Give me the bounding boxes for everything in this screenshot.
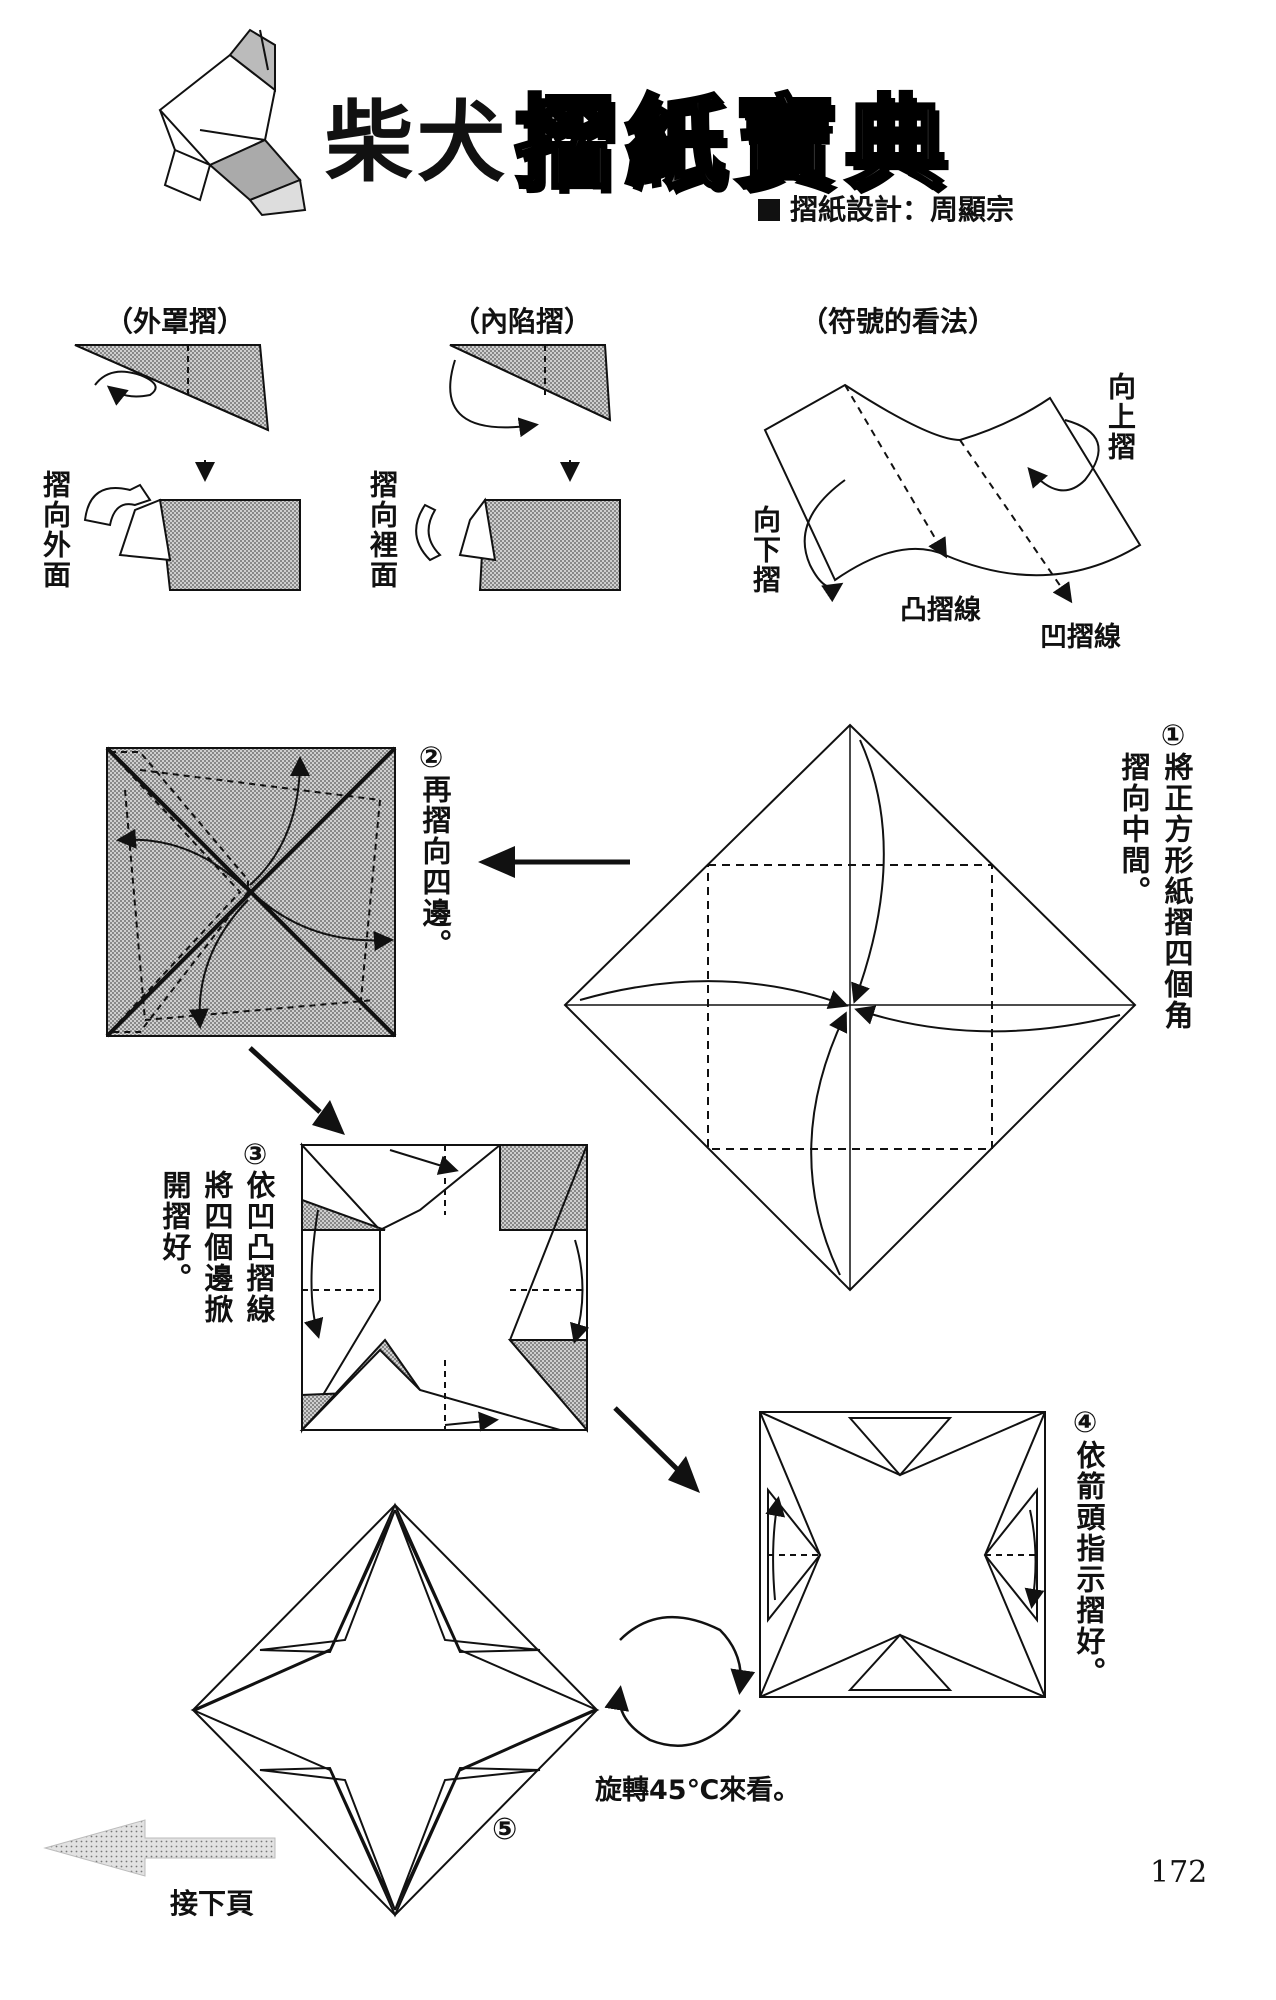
rotate-note: 旋轉45℃來看。 <box>595 1775 801 1806</box>
step1-number: ① <box>1156 718 1190 754</box>
fold-symbol-diagram <box>763 383 1142 604</box>
designer-text: 摺紙設計：周顯宗 <box>790 193 1015 226</box>
step3-text2: 將四個邊掀 <box>200 1170 234 1325</box>
step5-diagram <box>190 1502 600 1918</box>
step3-text3: 開摺好。 <box>158 1170 192 1294</box>
fold-up-label: 向上摺 <box>1104 372 1137 462</box>
step2-diagram <box>105 746 397 1038</box>
page-number: 172 <box>1150 1855 1208 1890</box>
inside-reverse-diagram <box>415 344 621 591</box>
square-bullet-icon <box>758 199 780 221</box>
title-prefix: 柴犬 <box>325 91 510 194</box>
inside-reverse-side-label: 摺向裡面 <box>366 470 399 590</box>
step2-number: ② <box>414 740 448 776</box>
outside-reverse-title: （外罩摺） <box>105 305 246 338</box>
step4-text: 依箭頭指示摺好。 <box>1072 1440 1106 1688</box>
step4-number: ④ <box>1068 1405 1102 1441</box>
step1-text2: 摺向中間。 <box>1117 752 1151 907</box>
step3-diagram <box>299 1142 590 1434</box>
mountain-line-label: 凸摺線 <box>900 595 981 626</box>
arrow-step1-to-step2-icon <box>478 846 630 878</box>
rotate-arrows-icon <box>604 1615 756 1747</box>
valley-line-label: 凹摺線 <box>1040 622 1121 653</box>
next-page-label[interactable]: 接下頁 <box>170 1887 255 1920</box>
outside-reverse-diagram <box>74 344 301 591</box>
step3-text: 依凹凸摺線 <box>242 1170 276 1325</box>
step1-text: 將正方形紙摺四個角 <box>1160 752 1194 1031</box>
step4-diagram <box>759 1411 1046 1698</box>
step5-number: ⑤ <box>492 1812 518 1847</box>
outside-reverse-side-label: 摺向外面 <box>39 470 72 590</box>
fold-down-label: 向下摺 <box>749 505 782 595</box>
arrow-step2-to-step3-icon <box>248 1046 345 1135</box>
step2-text: 再摺向四邊。 <box>418 774 452 960</box>
shiba-logo-icon <box>158 28 307 217</box>
step3-number: ③ <box>238 1137 272 1173</box>
designer-credit: 摺紙設計：周顯宗 <box>758 188 1014 228</box>
symbols-title: （符號的看法） <box>800 305 997 338</box>
inside-reverse-title: （內陷摺） <box>452 305 593 338</box>
step1-diagram <box>563 723 1137 1292</box>
title-main: 摺紙寶典 <box>513 83 955 204</box>
next-page-arrow-icon <box>43 1819 276 1877</box>
arrow-step3-to-step4-icon <box>613 1406 700 1493</box>
